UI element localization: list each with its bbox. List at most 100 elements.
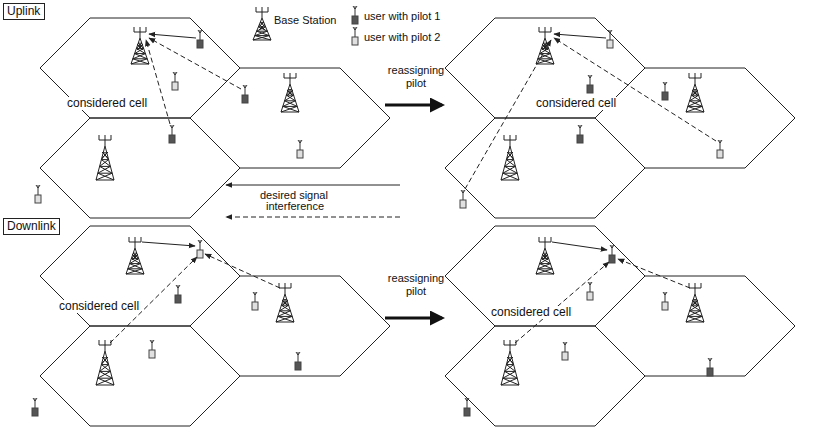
cell-label: considered cell [535,97,617,110]
cell-hexagon [40,326,240,426]
user-icon [562,342,568,360]
user-icon [587,75,593,93]
user-square [562,352,568,360]
user-square [587,292,593,300]
cell-hexagon [445,18,645,118]
legend-text: Base Station [274,14,336,26]
user-square [35,195,41,203]
user-icon [242,85,248,103]
base-station-icon [131,27,149,64]
reassign-arrow [385,104,442,107]
reassign-arrow [385,317,442,320]
user-icon [175,285,181,303]
interference-arrow [515,262,609,343]
user-icon [35,185,41,203]
user-icon [607,30,613,48]
cell-hexagon [445,226,645,326]
interference-arrow [146,40,170,124]
cell-hexagon [445,326,645,426]
base-station-icon [96,135,114,180]
legend-text: desired signal [260,189,328,201]
desired-signal-arrow [552,242,607,250]
legend-desired-arrow [226,185,400,186]
interference-arrow [205,254,280,288]
cell-hexagon [445,118,645,218]
legend-interference-arrow [226,217,400,218]
user-icon [707,358,713,376]
user-square [707,368,713,376]
user-square [662,92,668,100]
section-box: Downlink [3,218,60,235]
cell-hexagon [40,118,240,218]
user-square [609,255,615,263]
user-square [172,82,178,90]
legend-text: interference [266,200,324,212]
user-square [175,295,181,303]
legend-text: user with pilot 1 [364,10,440,22]
user-icon [577,125,583,143]
user-square [662,302,668,310]
base-station-icon [126,237,144,274]
cell-hexagon [40,18,240,118]
user-icon [464,398,470,416]
user-icon [717,140,723,158]
desired-signal-arrow [142,242,195,246]
user-icon [169,125,175,143]
user-square [242,95,248,103]
base-station-icon [281,73,299,112]
interference-arrow [554,38,716,141]
cell-hexagon [190,276,390,376]
base-station-icon [536,27,554,64]
desired-signal-arrow [554,34,606,38]
user-icon [352,6,358,24]
base-station-icon [276,283,294,322]
user-square [587,85,593,93]
user-icon [587,282,593,300]
section-box: Uplink [3,3,45,20]
user-icon [297,140,303,158]
user-icon [460,190,466,208]
cell-label: considered cell [490,306,572,319]
base-station-icon [501,135,519,180]
legend-swatch [352,37,358,45]
interference-arrow [465,40,551,189]
user-square [577,135,583,143]
cell-hexagon [595,276,795,376]
user-square [149,350,155,358]
user-icon [32,398,38,416]
user-square [464,408,470,416]
base-station-icon [536,237,554,274]
user-icon [197,30,203,48]
user-icon [252,292,258,310]
user-icon [172,72,178,90]
user-square [297,150,303,158]
user-square [32,408,38,416]
interference-arrow [149,38,241,89]
desired-signal-arrow [149,34,196,38]
user-icon [662,82,668,100]
cell-hexagon [40,226,240,326]
user-square [295,362,301,370]
user-icon [609,245,615,263]
base-station-icon [686,73,704,112]
user-icon [197,240,203,258]
base-station-icon [96,340,114,385]
action-label: reassigning pilot [386,272,446,298]
user-square [717,150,723,158]
user-icon [662,292,668,310]
base-station-icon [686,283,704,322]
user-square [460,200,466,208]
legend-text: user with pilot 2 [364,31,440,43]
action-label: reassigning pilot [386,64,446,90]
user-square [197,40,203,48]
base-station-icon [253,7,271,40]
user-icon [352,27,358,45]
user-icon [149,340,155,358]
user-square [252,302,258,310]
base-station-icon [501,340,519,385]
section-title: Uplink [7,5,41,18]
user-square [169,135,175,143]
user-icon [295,352,301,370]
cell-label: considered cell [58,300,140,313]
cell-hexagon [190,68,390,168]
